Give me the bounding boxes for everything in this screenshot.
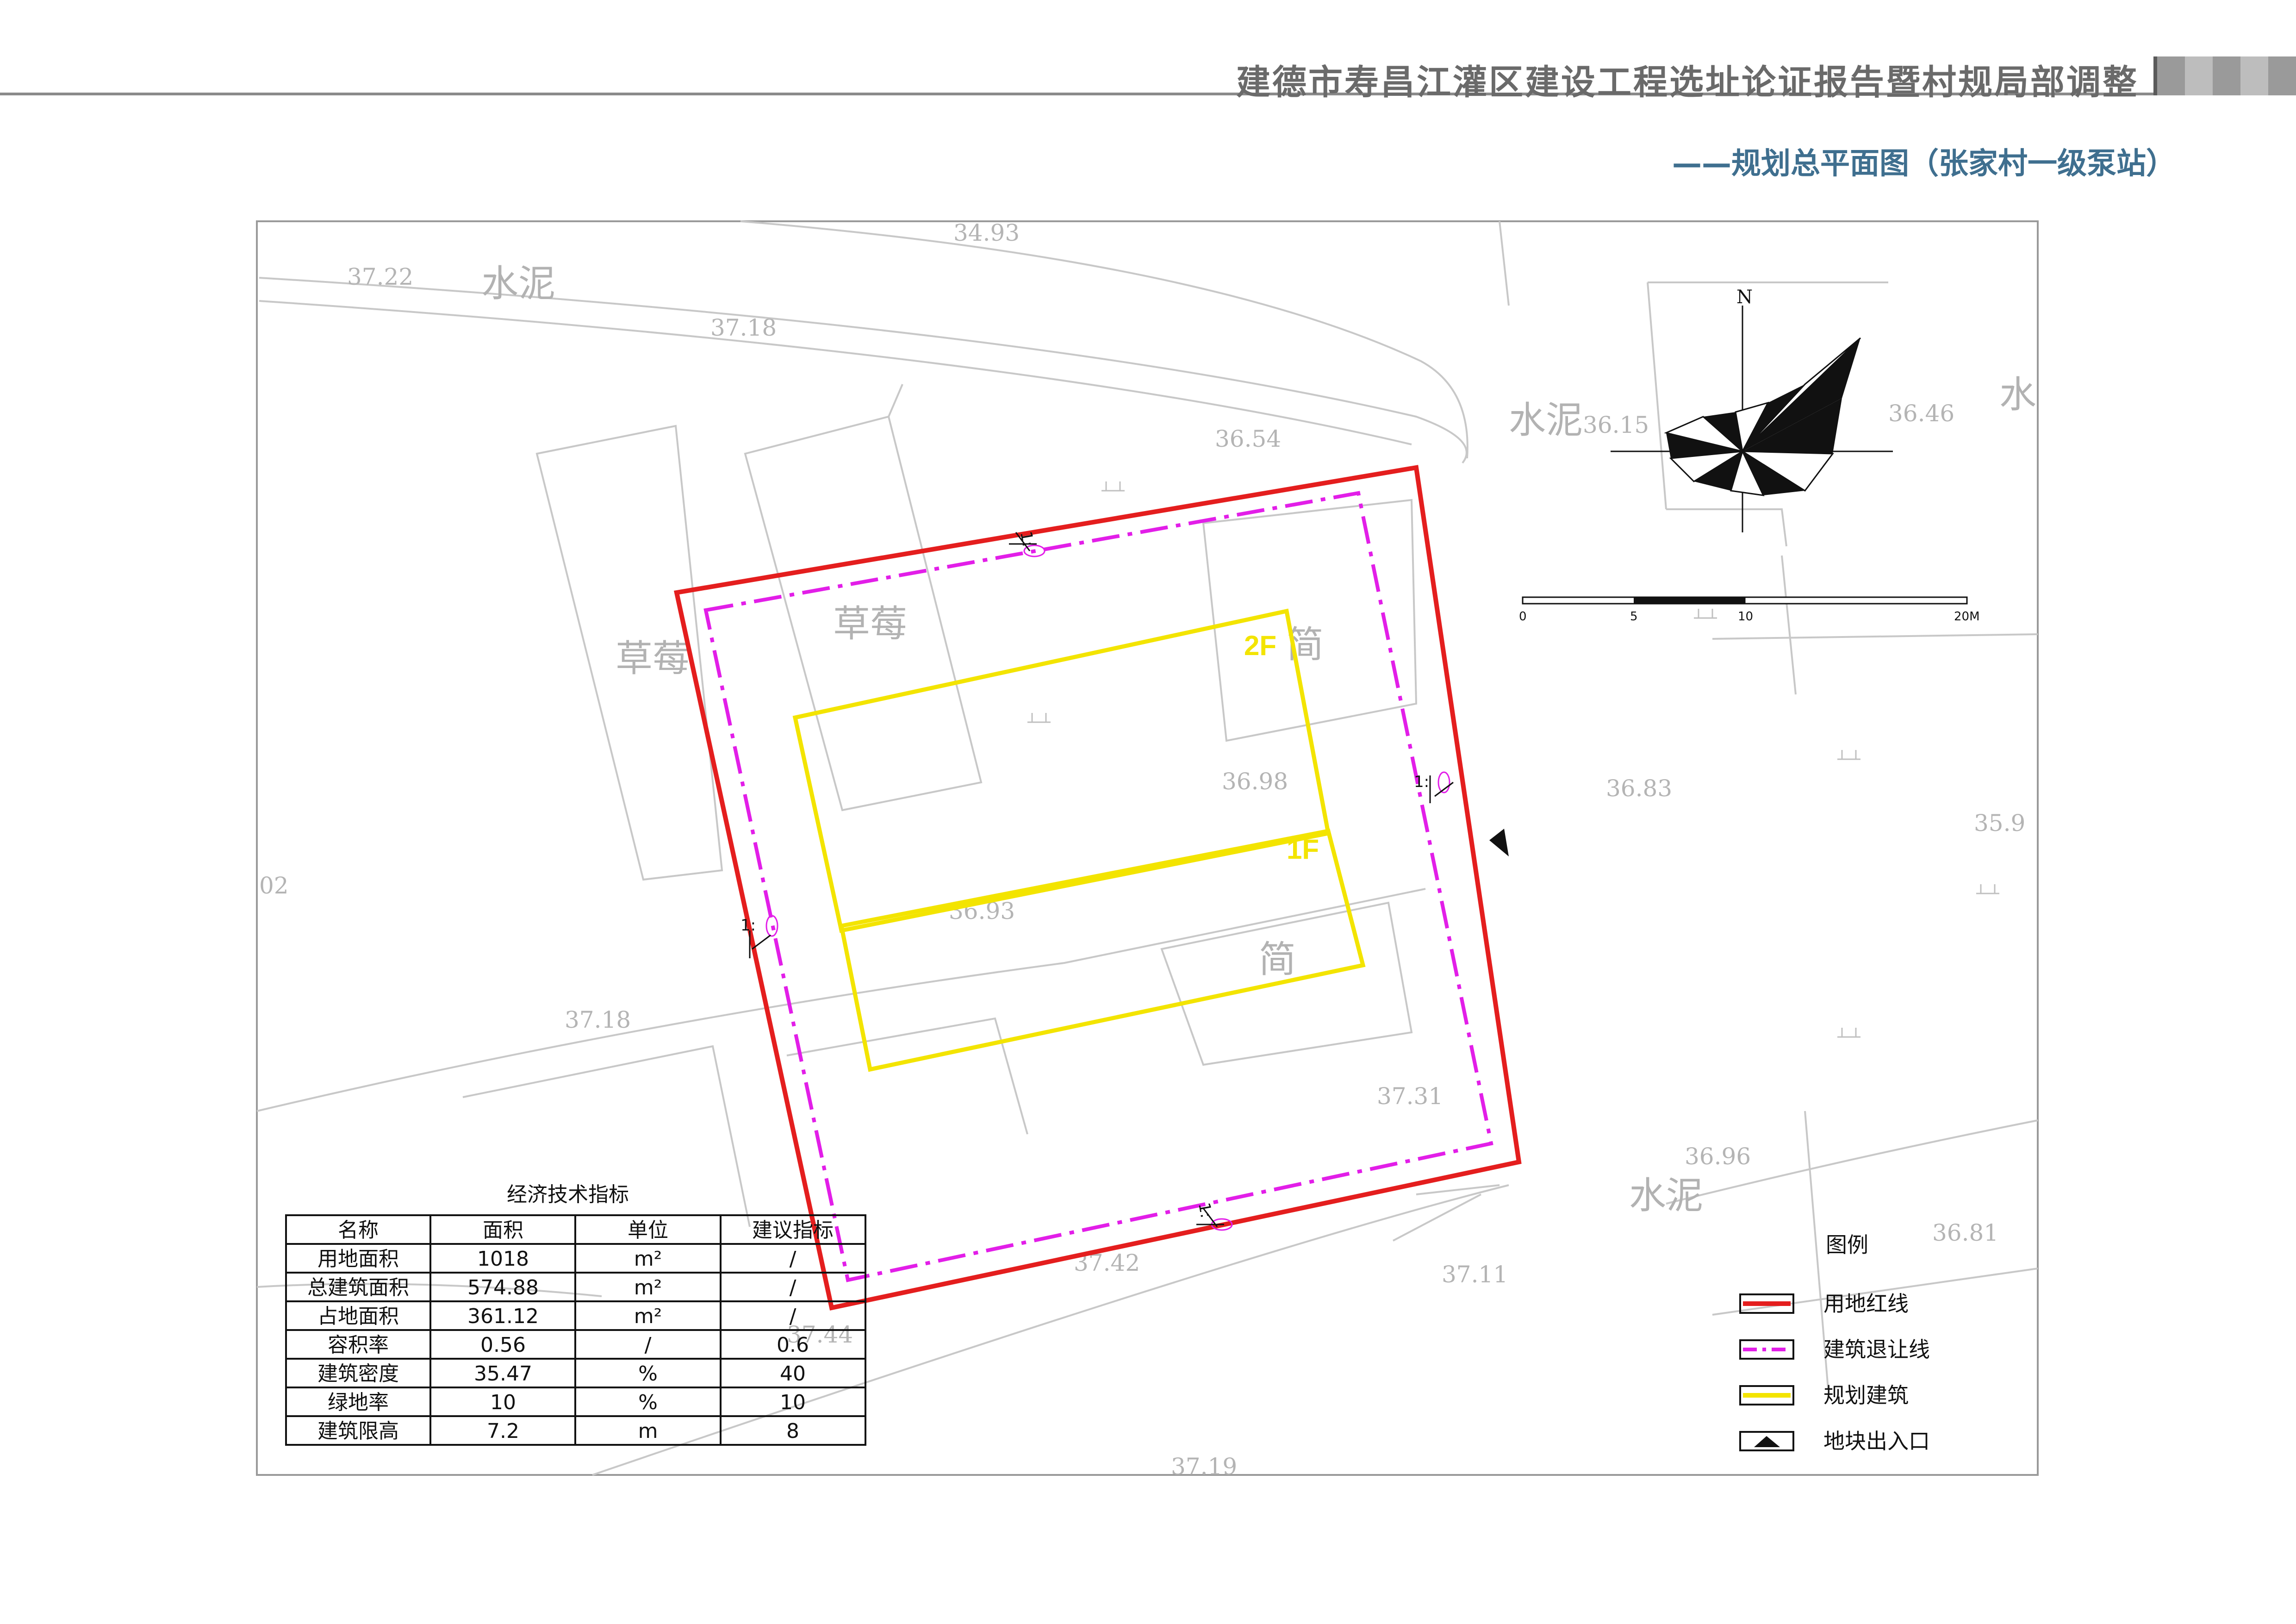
floor-label-2f: 2F: [1244, 630, 1276, 661]
base-map-lines: [256, 220, 2038, 1476]
table-cell: 40: [780, 1362, 806, 1386]
legend-label: 用地红线: [1823, 1291, 1909, 1316]
elevation-point: 37.22: [347, 263, 413, 290]
table-cell: 建筑密度: [317, 1362, 399, 1386]
elevation-point: 37.18: [710, 314, 777, 341]
place-label: 水泥: [1509, 399, 1583, 442]
elevation-point: 36.81: [1932, 1219, 1998, 1246]
elevation-point: 36.54: [1215, 425, 1281, 452]
map-frame: [256, 220, 2039, 1476]
table-cell: 574.88: [467, 1276, 539, 1299]
legend: 图例 用地红线 建筑退让线 规划建筑 地块出入口: [1739, 1232, 1930, 1454]
elevation-point: 36.15: [1583, 412, 1649, 438]
elevation-point: 37.44: [787, 1321, 853, 1348]
setback-ratio: 1:: [1195, 1201, 1215, 1220]
north-arrow: N: [1611, 287, 1893, 532]
setback-ratio-labels: 1: 1: 1: 1:: [740, 530, 1429, 1220]
vegetation-marks: [1027, 481, 1999, 1038]
scale-label: 20M: [1954, 610, 1980, 624]
place-label: 水泥: [1629, 1174, 1703, 1217]
table-cell: 7.2: [487, 1419, 519, 1443]
land-red-line[interactable]: [674, 465, 1522, 1311]
table-cell: 1018: [477, 1247, 529, 1271]
elevation-point: 36.83: [1606, 775, 1672, 802]
table-cell: /: [645, 1333, 652, 1357]
table-cell: 用地面积: [317, 1247, 399, 1271]
setback-ratio: 1:: [1016, 530, 1037, 549]
setback-ratio: 1:: [740, 916, 756, 935]
table-cell: 8: [786, 1419, 799, 1443]
scale-bar: 0 5 10 20M: [1519, 596, 1980, 624]
table-cell: 361.12: [467, 1305, 539, 1328]
setback-markers: [749, 532, 1454, 1231]
elevation-points: 37.22 34.93 37.18 36.54 36.15 36.46 36.9…: [259, 219, 2025, 1480]
yellow-outline-icon: [1739, 1385, 1794, 1405]
table-cell: 容积率: [328, 1333, 389, 1357]
legend-label: 建筑退让线: [1823, 1337, 1930, 1362]
setback-ratio: 1:: [1414, 773, 1429, 791]
elevation-point: 37.18: [565, 1006, 631, 1033]
table-cell: m²: [634, 1276, 662, 1299]
table-cell: 绿地率: [328, 1391, 389, 1414]
table-cell: m²: [634, 1305, 662, 1328]
planned-buildings[interactable]: [792, 608, 1366, 1072]
legend-title: 图例: [1826, 1232, 1868, 1257]
table-cell: 0.56: [480, 1333, 526, 1357]
table-cell: 总建筑面积: [307, 1276, 409, 1299]
table-cell: /: [790, 1305, 796, 1328]
floor-label-1f: 1F: [1287, 834, 1319, 865]
elevation-point: 36.98: [1222, 768, 1288, 795]
scale-label: 0: [1519, 610, 1527, 624]
table-cell: 建筑限高: [317, 1419, 399, 1443]
header-decoration-bar: [2157, 56, 2296, 95]
elevation-point: 35.9: [1974, 810, 2025, 837]
header-rule: [0, 93, 2296, 95]
drawing-subtitle: ——规划总平面图（张家村一级泵站）: [1672, 147, 2176, 181]
place-label: 简: [1259, 938, 1296, 981]
building-1f-outline[interactable]: [839, 828, 1366, 1072]
north-label: N: [1736, 287, 1753, 308]
legend-label: 地块出入口: [1823, 1429, 1930, 1454]
dashed-magenta-line-icon: [1739, 1339, 1794, 1360]
table-cell: 10: [780, 1391, 806, 1414]
table-header: 单位: [628, 1218, 668, 1242]
table-header: 建议指标: [752, 1218, 834, 1242]
place-labels: 水泥 水泥 水 水泥 草莓 草莓 简 简: [481, 262, 2036, 1217]
indicator-table: 经济技术指标 名称 面积 单位 建议指标 用地面积 1018 m² / 总建筑面…: [285, 1183, 866, 1446]
elevation-point: 37.19: [1171, 1453, 1237, 1480]
triangle-entrance-icon: [1739, 1431, 1794, 1451]
elevation-point: 36.96: [1685, 1143, 1751, 1170]
place-label: 草莓: [833, 602, 907, 645]
legend-label: 规划建筑: [1823, 1383, 1909, 1408]
place-label: 草莓: [616, 637, 690, 680]
building-setback-line[interactable]: [703, 491, 1493, 1282]
place-label: 水泥: [481, 262, 555, 305]
table-cell: 35.47: [474, 1362, 532, 1386]
table-header: 面积: [483, 1218, 523, 1242]
elevation-point: 37.11: [1442, 1261, 1508, 1288]
elevation-point: 34.93: [953, 219, 1020, 246]
table-cell: %: [638, 1391, 658, 1414]
scale-label: 5: [1630, 610, 1638, 624]
table-cell: 占地面积: [317, 1305, 399, 1328]
red-line-icon: [1739, 1293, 1794, 1314]
place-label: 水: [1999, 373, 2036, 416]
table-cell: /: [790, 1247, 796, 1271]
table-title: 经济技术指标: [507, 1183, 629, 1206]
report-title: 建德市寿昌江灌区建设工程选址论证报告暨村规局部调整: [1236, 62, 2139, 102]
site-entrance-marker: [1489, 829, 1509, 856]
scale-label: 10: [1738, 610, 1753, 624]
table-cell: 10: [490, 1391, 516, 1414]
table-cell: 0.6: [777, 1333, 809, 1357]
table-header: 名称: [338, 1218, 379, 1242]
table-cell: /: [790, 1276, 796, 1299]
elevation-point: 36.46: [1888, 400, 1954, 427]
elevation-point: 02: [259, 872, 289, 899]
table-cell: %: [638, 1362, 658, 1386]
table-cell: m: [638, 1419, 658, 1443]
table-cell: m²: [634, 1247, 662, 1271]
elevation-point: 37.31: [1377, 1083, 1443, 1110]
